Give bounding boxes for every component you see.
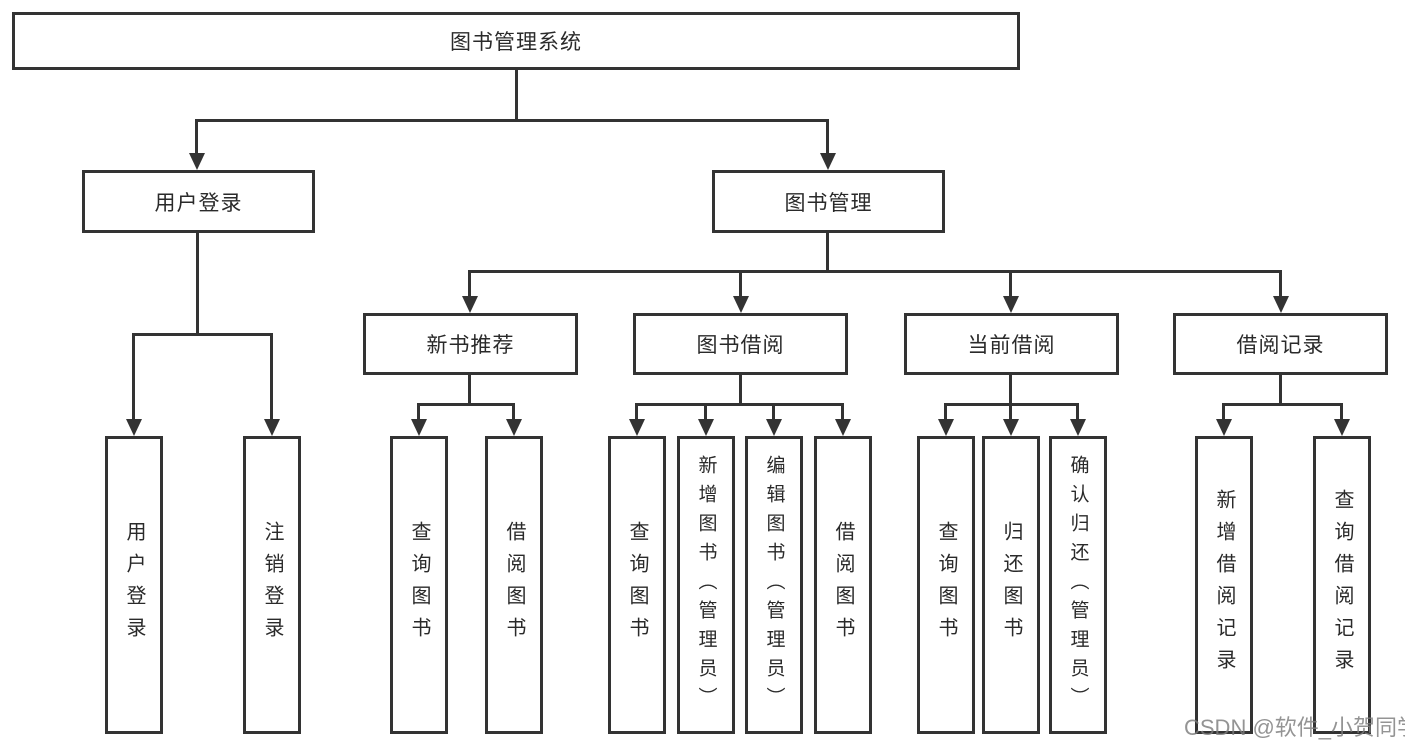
connector-level3-stem	[1009, 270, 1012, 298]
watermark: CSDN @软件_小贺同学	[1184, 715, 1405, 740]
arrow-down-icon	[1003, 296, 1019, 313]
leaf-return-books: 归还图书	[982, 436, 1040, 734]
connector-leaf-stem	[841, 404, 844, 421]
connector-bookborrow-down	[739, 374, 742, 406]
arrow-down-icon	[1003, 419, 1019, 436]
arrow-down-icon	[698, 419, 714, 436]
leaf-user-login: 用户登录	[105, 436, 163, 734]
node-borrow-records: 借阅记录	[1173, 313, 1388, 375]
connector-leaf-stem	[635, 404, 638, 421]
leaf-query-books-current: 查询图书	[917, 436, 975, 734]
connector-newbook-horizontal	[417, 403, 515, 406]
connector-userlogin-down	[196, 232, 199, 335]
connector-records-down	[1279, 374, 1282, 406]
node-book-borrow: 图书借阅	[633, 313, 848, 375]
connector-userlogin-stem	[195, 119, 198, 156]
leaf-logout: 注销登录	[243, 436, 301, 734]
leaf-add-books-admin-label: 新增图书（管理员）	[695, 454, 717, 716]
connector-root-down	[515, 70, 518, 122]
leaf-query-books-recommend: 查询图书	[390, 436, 448, 734]
connector-level3-stem	[739, 270, 742, 298]
leaf-user-login-label: 用户登录	[123, 521, 145, 649]
leaf-query-books-label: 查询图书	[935, 521, 957, 649]
connector-leaf-stem	[704, 404, 707, 421]
node-user-login-label: 用户登录	[154, 191, 243, 215]
leaf-edit-books-admin-label: 编辑图书（管理员）	[763, 454, 785, 716]
leaf-add-books-admin: 新增图书（管理员）	[677, 436, 735, 734]
leaf-query-borrow-record-label: 查询借阅记录	[1331, 489, 1353, 681]
leaf-query-borrow-record: 查询借阅记录	[1313, 436, 1371, 734]
connector-level3-stem	[1279, 270, 1282, 298]
node-borrow-records-label: 借阅记录	[1236, 334, 1325, 357]
node-new-book-recommend-label: 新书推荐	[426, 334, 515, 357]
connector-leaf-stem	[512, 404, 515, 421]
arrow-down-icon	[411, 419, 427, 436]
leaf-edit-books-admin: 编辑图书（管理员）	[745, 436, 803, 734]
arrow-down-icon	[1273, 296, 1289, 313]
leaf-query-books-borrow: 查询图书	[608, 436, 666, 734]
node-book-management: 图书管理	[712, 170, 945, 233]
leaf-confirm-return-admin-label: 确认归还（管理员）	[1067, 454, 1089, 716]
leaf-borrow-books-label: 借阅图书	[503, 521, 525, 649]
arrow-down-icon	[835, 419, 851, 436]
arrow-down-icon	[189, 153, 205, 170]
connector-currentborrow-down	[1009, 374, 1012, 406]
leaf-borrow-books-recommend: 借阅图书	[485, 436, 543, 734]
node-current-borrow-label: 当前借阅	[967, 334, 1056, 357]
leaf-return-books-label: 归还图书	[1000, 521, 1022, 649]
arrow-down-icon	[766, 419, 782, 436]
arrow-down-icon	[1216, 419, 1232, 436]
node-root: 图书管理系统	[12, 12, 1020, 70]
leaf-query-books-label: 查询图书	[626, 521, 648, 649]
leaf-borrow-books: 借阅图书	[814, 436, 872, 734]
node-new-book-recommend: 新书推荐	[363, 313, 578, 375]
arrow-down-icon	[733, 296, 749, 313]
arrow-down-icon	[820, 153, 836, 170]
leaf-logout-label: 注销登录	[261, 521, 283, 649]
connector-leaf-stem	[772, 404, 775, 421]
arrow-down-icon	[462, 296, 478, 313]
leaf-borrow-books-label: 借阅图书	[832, 521, 854, 649]
node-book-management-label: 图书管理	[784, 191, 873, 215]
node-root-label: 图书管理系统	[450, 31, 582, 54]
connector-bookmgmt-down	[826, 232, 829, 273]
leaf-confirm-return-admin: 确认归还（管理员）	[1049, 436, 1107, 734]
arrow-down-icon	[1334, 419, 1350, 436]
connector-level2-horizontal	[195, 119, 829, 122]
connector-leaf-stem	[132, 334, 135, 421]
leaf-add-borrow-record: 新增借阅记录	[1195, 436, 1253, 734]
arrow-down-icon	[1070, 419, 1086, 436]
arrow-down-icon	[126, 419, 142, 436]
connector-leaf-stem	[1340, 404, 1343, 421]
node-current-borrow: 当前借阅	[904, 313, 1119, 375]
connector-userlogin-horizontal	[132, 333, 273, 336]
connector-leaf-stem	[944, 404, 947, 421]
connector-newbook-down	[468, 374, 471, 406]
connector-leaf-stem	[417, 404, 420, 421]
leaf-add-borrow-record-label: 新增借阅记录	[1213, 489, 1235, 681]
connector-leaf-stem	[1076, 404, 1079, 421]
node-book-borrow-label: 图书借阅	[696, 334, 785, 357]
connector-leaf-stem	[1009, 404, 1012, 421]
arrow-down-icon	[938, 419, 954, 436]
connector-leaf-stem	[270, 334, 273, 421]
connector-leaf-stem	[1222, 404, 1225, 421]
arrow-down-icon	[506, 419, 522, 436]
connector-level3-horizontal	[468, 270, 1282, 273]
leaf-query-books-label: 查询图书	[408, 521, 430, 649]
connector-bookmgmt-stem	[826, 119, 829, 156]
node-user-login: 用户登录	[82, 170, 315, 233]
arrow-down-icon	[629, 419, 645, 436]
connector-level3-stem	[468, 270, 471, 298]
connector-bookborrow-horizontal	[635, 403, 844, 406]
arrow-down-icon	[264, 419, 280, 436]
connector-records-horizontal	[1222, 403, 1343, 406]
